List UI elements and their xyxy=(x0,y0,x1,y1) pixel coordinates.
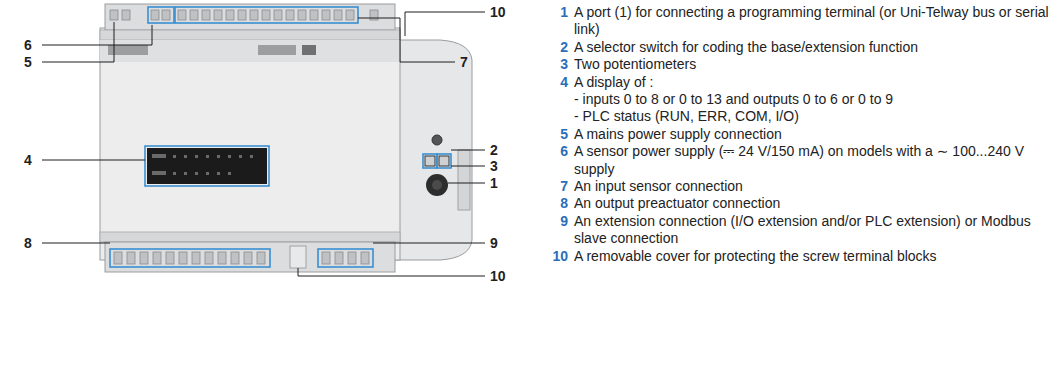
item-text-column: An extension connection (I/O extension a… xyxy=(574,213,1056,248)
callout-number: 10 xyxy=(490,4,506,20)
list-item: 10A removable cover for protecting the s… xyxy=(546,248,1056,265)
item-text: A port (1) for connecting a programming … xyxy=(574,4,1056,39)
callout-number: 3 xyxy=(490,158,498,174)
list-item: 6A sensor power supply (⎓ 24 V/150 mA) o… xyxy=(546,143,1056,178)
list-item: 7An input sensor connection xyxy=(546,178,1056,195)
item-number: 10 xyxy=(546,248,574,265)
sub-item-text: - inputs 0 to 8 or 0 to 13 and outputs 0… xyxy=(574,91,1056,108)
item-text-column: An output preactuator connection xyxy=(574,195,1056,212)
item-text: An input sensor connection xyxy=(574,178,1056,195)
item-text-column: A display of :- inputs 0 to 8 or 0 to 13… xyxy=(574,74,1056,126)
callout-number: 7 xyxy=(460,54,468,70)
item-number: 1 xyxy=(546,4,574,21)
list-item: 8An output preactuator connection xyxy=(546,195,1056,212)
item-text-column: A mains power supply connection xyxy=(574,126,1056,143)
callout-number: 9 xyxy=(490,235,498,251)
list-item: 5A mains power supply connection xyxy=(546,126,1056,143)
item-number: 3 xyxy=(546,56,574,73)
item-text-column: A selector switch for coding the base/ex… xyxy=(574,39,1056,56)
item-text-column: An input sensor connection xyxy=(574,178,1056,195)
item-text: A removable cover for protecting the scr… xyxy=(574,248,1056,265)
item-text: A sensor power supply (⎓ 24 V/150 mA) on… xyxy=(574,143,1056,178)
item-text: An extension connection (I/O extension a… xyxy=(574,213,1056,248)
callout-number: 1 xyxy=(490,175,498,191)
list-item: 2A selector switch for coding the base/e… xyxy=(546,39,1056,56)
sub-item-text: - PLC status (RUN, ERR, COM, I/O) xyxy=(574,108,1056,125)
item-number: 6 xyxy=(546,143,574,160)
callout-number: 4 xyxy=(24,152,32,168)
item-text-column: A removable cover for protecting the scr… xyxy=(574,248,1056,265)
item-text-column: A port (1) for connecting a programming … xyxy=(574,4,1056,39)
item-text: A selector switch for coding the base/ex… xyxy=(574,39,1056,56)
item-number: 2 xyxy=(546,39,574,56)
list-item: 3Two potentiometers xyxy=(546,56,1056,73)
item-text: A mains power supply connection xyxy=(574,126,1056,143)
callout-number: 5 xyxy=(24,54,32,70)
list-item: 4A display of :- inputs 0 to 8 or 0 to 1… xyxy=(546,74,1056,126)
item-text: An output preactuator connection xyxy=(574,195,1056,212)
callout-number: 6 xyxy=(24,37,32,53)
item-number: 9 xyxy=(546,213,574,230)
item-text: A display of : xyxy=(574,74,1056,91)
item-text-column: A sensor power supply (⎓ 24 V/150 mA) on… xyxy=(574,143,1056,178)
item-text: Two potentiometers xyxy=(574,56,1056,73)
callout-number: 10 xyxy=(490,268,506,284)
legend-list: 1A port (1) for connecting a programming… xyxy=(546,4,1056,265)
item-number: 5 xyxy=(546,126,574,143)
list-item: 1A port (1) for connecting a programming… xyxy=(546,4,1056,39)
callout-number: 2 xyxy=(490,142,498,158)
item-text-column: Two potentiometers xyxy=(574,56,1056,73)
item-number: 4 xyxy=(546,74,574,91)
item-number: 8 xyxy=(546,195,574,212)
callout-number: 8 xyxy=(24,235,32,251)
list-item: 9An extension connection (I/O extension … xyxy=(546,213,1056,248)
item-number: 7 xyxy=(546,178,574,195)
